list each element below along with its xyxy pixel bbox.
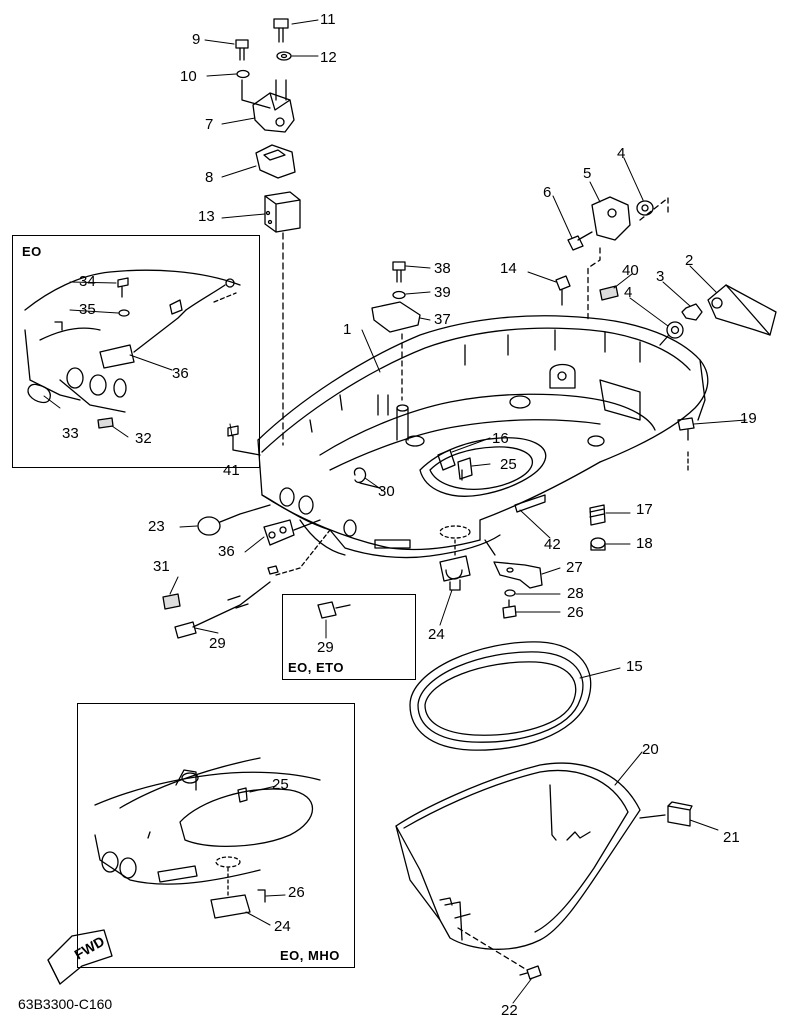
inset-frame-eo-eto xyxy=(282,594,416,680)
bottom-cowling xyxy=(257,315,709,559)
callout-18: 18 xyxy=(636,535,653,552)
callout-23: 23 xyxy=(148,518,165,535)
callout-1: 1 xyxy=(343,321,352,338)
callout-29-inset: 29 xyxy=(317,639,334,656)
callout-33: 33 xyxy=(62,425,79,442)
callout-10: 10 xyxy=(180,68,197,85)
callout-38: 38 xyxy=(434,260,451,277)
inset-eo-mho-drawing xyxy=(94,757,321,919)
callout-3: 3 xyxy=(656,268,665,285)
callout-15: 15 xyxy=(626,658,643,675)
inset-frame-eo-mho xyxy=(77,703,355,968)
callout-4-upper: 4 xyxy=(617,145,626,162)
callout-19: 19 xyxy=(740,410,757,427)
callout-26-inset: 26 xyxy=(288,884,305,901)
callout-5: 5 xyxy=(583,165,592,182)
inset-frame-eo xyxy=(12,235,260,468)
callout-22: 22 xyxy=(501,1002,518,1019)
callout-41: 41 xyxy=(223,462,240,479)
callout-28: 28 xyxy=(567,585,584,602)
drawing-code: 63B3300-C160 xyxy=(18,996,113,1012)
fwd-arrow-icon xyxy=(47,929,113,985)
leader-lines xyxy=(43,19,747,1004)
upper-mount-parts xyxy=(235,18,301,446)
tray-20 xyxy=(395,762,641,950)
inset-label-eo-mho: EO, MHO xyxy=(280,948,340,963)
drain-parts xyxy=(439,539,543,619)
callout-2: 2 xyxy=(685,252,694,269)
right-mount-parts xyxy=(555,196,777,471)
callout-42: 42 xyxy=(544,536,561,553)
callout-36-inset: 36 xyxy=(172,365,189,382)
part-22 xyxy=(457,927,542,980)
callout-16: 16 xyxy=(492,430,509,447)
callout-31: 31 xyxy=(153,558,170,575)
callout-21: 21 xyxy=(723,829,740,846)
parts-16-25-30 xyxy=(353,449,473,489)
callout-32: 32 xyxy=(135,430,152,447)
callout-17: 17 xyxy=(636,501,653,518)
callout-4-lower: 4 xyxy=(624,284,633,301)
callout-25-main: 25 xyxy=(500,456,517,473)
callout-7: 7 xyxy=(205,116,214,133)
callout-25-inset: 25 xyxy=(272,776,289,793)
callout-30: 30 xyxy=(378,483,395,500)
callout-39: 39 xyxy=(434,284,451,301)
callout-9: 9 xyxy=(192,31,201,48)
left-side-parts xyxy=(162,425,331,639)
parts-17-18 xyxy=(589,504,606,551)
inset-eo-drawing xyxy=(24,269,241,429)
callout-20: 20 xyxy=(642,741,659,758)
callout-11: 11 xyxy=(320,11,336,28)
inset-label-eo: EO xyxy=(22,244,42,259)
callout-13: 13 xyxy=(198,208,215,225)
parts-37-38-39 xyxy=(371,261,421,401)
callout-14: 14 xyxy=(500,260,517,277)
callout-29-main: 29 xyxy=(209,635,226,652)
callout-12: 12 xyxy=(320,49,337,66)
callout-34: 34 xyxy=(79,273,96,290)
callout-27: 27 xyxy=(566,559,583,576)
callout-37: 37 xyxy=(434,311,451,328)
callout-36-main: 36 xyxy=(218,543,235,560)
callout-40: 40 xyxy=(622,262,639,279)
callout-35: 35 xyxy=(79,301,96,318)
callout-26-main: 26 xyxy=(567,604,584,621)
callout-24-main: 24 xyxy=(428,626,445,643)
inset-eo-eto-drawing xyxy=(317,601,351,619)
callout-8: 8 xyxy=(205,169,214,186)
seal-15 xyxy=(409,641,592,751)
inset-label-eo-eto: EO, ETO xyxy=(288,660,344,675)
callout-24-inset: 24 xyxy=(274,918,291,935)
callout-6: 6 xyxy=(543,184,552,201)
part-21 xyxy=(639,801,693,827)
